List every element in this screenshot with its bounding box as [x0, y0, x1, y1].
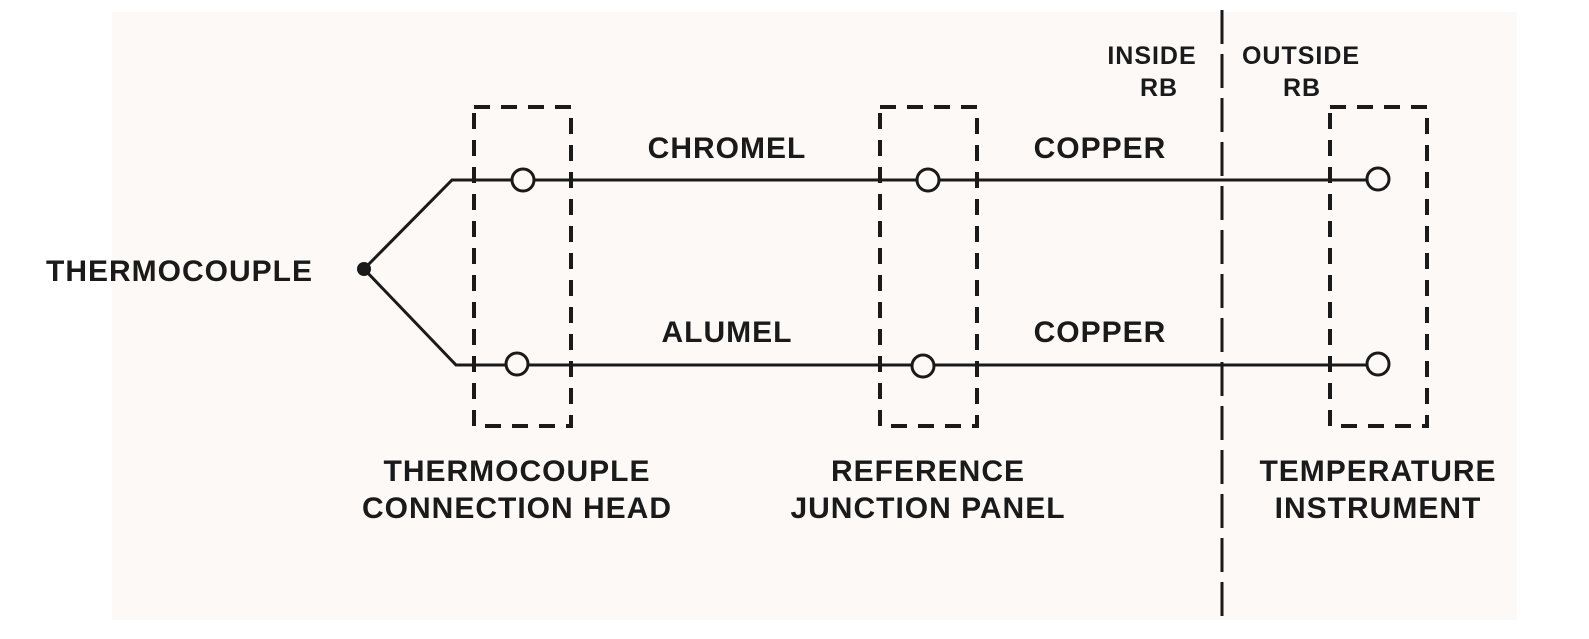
outside-rb-label-line1: OUTSIDE: [1242, 42, 1360, 70]
terminal-panel-top: [915, 167, 941, 193]
inside-rb-label-line2: RB: [1140, 74, 1178, 102]
terminal-instrument-bottom: [1365, 351, 1391, 377]
connection-head-label-line1: THERMOCOUPLE: [384, 455, 651, 488]
diagram-background: [112, 12, 1517, 620]
thermocouple-junction-dot: [357, 262, 371, 276]
reference-panel-label-line2: JUNCTION PANEL: [790, 492, 1065, 525]
instrument-label-line2: INSTRUMENT: [1275, 492, 1482, 525]
copper-top-label: COPPER: [1034, 132, 1167, 165]
copper-bottom-label: COPPER: [1034, 316, 1167, 349]
reference-panel-label-line1: REFERENCE: [831, 455, 1025, 488]
alumel-label: ALUMEL: [662, 316, 793, 349]
junction-wire-bottom: [362, 267, 1366, 367]
terminal-head-top: [510, 167, 536, 193]
reference-panel-box: [878, 105, 979, 428]
connection-head-label-line2: CONNECTION HEAD: [362, 492, 672, 525]
outside-rb-label-line2: RB: [1283, 74, 1321, 102]
terminal-head-bottom: [504, 351, 530, 377]
junction-wire-top: [362, 178, 1366, 271]
inside-rb-label-line1: INSIDE: [1107, 42, 1196, 70]
chromel-label: CHROMEL: [648, 132, 807, 165]
instrument-box: [1328, 105, 1429, 428]
instrument-label-line1: TEMPERATURE: [1259, 455, 1496, 488]
terminal-panel-bottom: [910, 353, 936, 379]
connection-head-box: [472, 105, 573, 428]
thermocouple-label: THERMOCOUPLE: [46, 255, 313, 288]
terminal-instrument-top: [1365, 166, 1391, 192]
